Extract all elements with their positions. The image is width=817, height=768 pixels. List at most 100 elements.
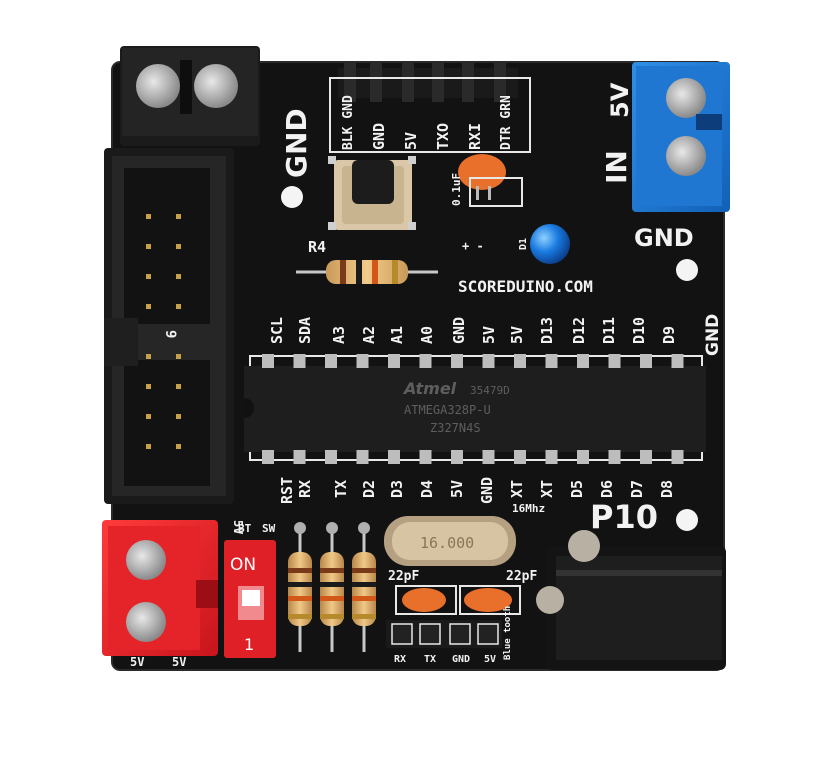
chip-pin: [262, 354, 274, 368]
switch-bt-label: BT: [238, 522, 252, 535]
mount-hole: [676, 509, 698, 531]
idc-pin: [146, 444, 151, 449]
top-pin-label: SCL: [268, 317, 286, 344]
reset-button[interactable]: [328, 156, 416, 230]
bottom-pin-label: D7: [628, 480, 646, 498]
crystal-oscillator: [384, 516, 516, 566]
bottom-pin-label: TX: [332, 480, 350, 498]
p10-label: P10: [590, 498, 658, 536]
bottom-pin-label: RST: [278, 477, 296, 504]
resistor-band: [352, 582, 376, 587]
top-pin-label: A1: [388, 326, 406, 344]
chip-pin: [545, 450, 558, 464]
resistor-solder: [326, 522, 338, 534]
idc-pin: [146, 304, 151, 309]
idc-pin: [176, 274, 181, 279]
chip-pins-bottom: [262, 450, 684, 464]
output-screw-terminal: [102, 520, 218, 656]
idc-pin: [146, 414, 151, 419]
resistor-band: [288, 614, 312, 619]
idc-pin: [176, 444, 181, 449]
mount-hole: [676, 259, 698, 281]
top-pin-label: 5V: [480, 326, 498, 344]
bottom-pin-label: D5: [568, 480, 586, 498]
dip-switch[interactable]: [224, 540, 276, 658]
crystal-marking: 16.000: [420, 534, 474, 552]
chip-pin: [671, 450, 684, 464]
ftdi-label-gnd: GND: [370, 123, 388, 150]
resistor-band: [352, 614, 376, 619]
resistor-band: [352, 568, 376, 573]
chip-code: 35479D: [470, 384, 510, 397]
top-pin-label: D13: [538, 317, 556, 344]
resistor-band: [320, 582, 344, 587]
resistor-band: [320, 614, 344, 619]
chip-pin: [608, 450, 621, 464]
resistor-r4: [296, 260, 438, 284]
chip-pin: [451, 354, 463, 368]
bottom-pin-label: D2: [360, 480, 378, 498]
chip-model: ATMEGA328P-U: [404, 403, 491, 417]
top-pin-label: A0: [418, 326, 436, 344]
chip-pin: [577, 450, 589, 464]
chip-pin: [451, 450, 463, 464]
chip-pin: [514, 354, 526, 368]
bottom-pin-label: GND: [478, 477, 496, 504]
bottom-pin-label: XT: [538, 480, 556, 498]
cap-22pf-left-label: 22pF: [388, 569, 419, 584]
chip-pin: [356, 450, 369, 464]
chip-pins-top: [262, 354, 684, 368]
top-pin-label: SDA: [296, 317, 314, 344]
top-pin-label: D12: [570, 317, 588, 344]
resistor-band: [288, 596, 312, 601]
bottom-pin-label: XT: [508, 480, 526, 498]
bottom-pin-label: D6: [598, 480, 616, 498]
left-5v-label: 5V: [231, 520, 245, 534]
dc-barrel-jack: [536, 530, 726, 670]
ceramic-capacitor: [458, 154, 523, 207]
gnd-label-left: GND: [280, 108, 313, 178]
atmega-chip: [244, 355, 706, 461]
bottom-pin-label: RX: [296, 480, 314, 498]
bottom-pin-label: 5V: [448, 480, 466, 498]
cap-label: 0.1uF: [450, 173, 463, 206]
chip-pin: [514, 450, 526, 464]
idc-pin: [146, 244, 151, 249]
led-label: D1: [518, 238, 529, 250]
chip-pin: [419, 450, 432, 464]
resistor-band: [352, 596, 376, 601]
top-pin-label: D10: [630, 317, 648, 344]
idc-pin: [146, 214, 151, 219]
ftdi-label-blk: BLK GND: [341, 95, 356, 150]
bt-rx-label: RX: [394, 654, 406, 665]
idc-pin: [176, 414, 181, 419]
chip-pin: [671, 354, 684, 368]
idc-pins: [146, 214, 181, 449]
chip-pin: [482, 450, 495, 464]
chip-pin: [640, 354, 652, 368]
chip-pin: [419, 354, 432, 368]
ftdi-header: [329, 62, 531, 153]
chip-pin: [356, 354, 369, 368]
website-label: SCOREDUINO.COM: [458, 277, 593, 296]
bottom-pin-label: D3: [388, 480, 406, 498]
switch-on-label: ON: [230, 555, 256, 575]
power-gnd-label: GND: [634, 224, 694, 252]
idc-pin: [176, 244, 181, 249]
crystal-label: 16Mhz: [512, 502, 545, 515]
blue-led: [530, 224, 570, 264]
power-screw-terminal: [632, 62, 730, 212]
in-label: IN: [600, 150, 633, 184]
cap-22pf-right: [459, 585, 521, 615]
idc-pin: [176, 384, 181, 389]
top-pin-label: D11: [600, 317, 618, 344]
top-pin-label: A2: [360, 326, 378, 344]
chip-pin: [388, 450, 400, 464]
bt-tx-label: TX: [424, 654, 436, 665]
idc-pin: [146, 274, 151, 279]
r4-label: R4: [308, 238, 326, 256]
mount-hole: [281, 186, 303, 208]
chip-pin: [293, 354, 306, 368]
